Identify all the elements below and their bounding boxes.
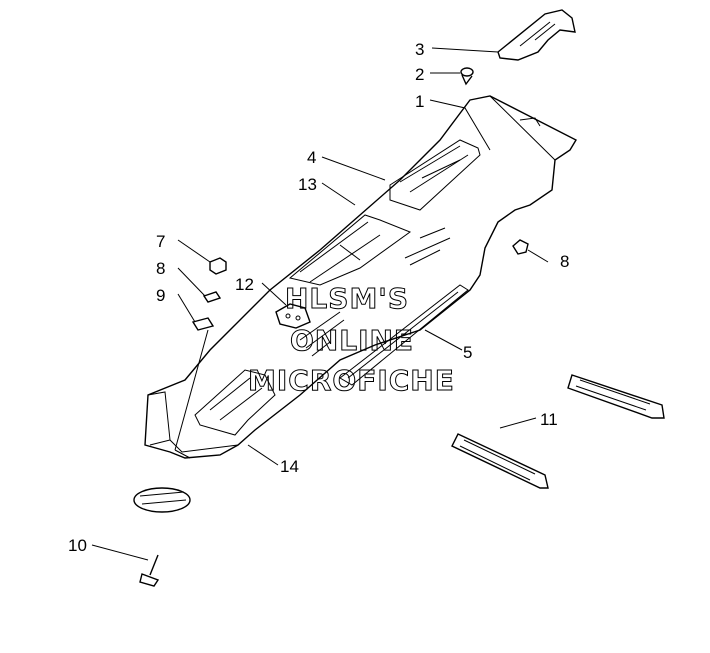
bracket-part-3 — [497, 9, 576, 61]
pad-and-bolt-part-10 — [133, 487, 191, 587]
leader-lines — [91, 47, 549, 561]
callout-13: 13 — [298, 175, 317, 194]
callout-2: 2 — [415, 65, 424, 84]
running-board-panel — [144, 95, 577, 459]
callout-labels: 3 2 1 4 13 8 7 8 9 12 5 11 14 10 — [68, 40, 569, 555]
callout-5: 5 — [463, 343, 472, 362]
washer-part-6 — [202, 291, 222, 303]
callout-12: 12 — [235, 275, 254, 294]
plate-part-12 — [275, 303, 311, 329]
traction-strips-part-11 — [451, 374, 665, 489]
callout-7: 7 — [156, 232, 165, 251]
callout-1: 1 — [415, 92, 424, 111]
fastener-stack-7-6-9 — [174, 257, 227, 451]
callout-11: 11 — [540, 410, 558, 429]
block-part-9 — [191, 317, 215, 331]
watermark-line-2: ONLINE — [290, 324, 414, 357]
callout-8-left: 8 — [156, 259, 165, 278]
callout-10: 10 — [68, 536, 87, 555]
watermark: HLSM'S ONLINE MICROFICHE — [248, 282, 455, 398]
nut-part-8-right — [512, 239, 529, 255]
callout-3: 3 — [415, 40, 424, 59]
watermark-line-3: MICROFICHE — [248, 364, 455, 397]
watermark-line-1: HLSM'S — [285, 282, 409, 315]
callout-4: 4 — [307, 148, 316, 167]
fastener-part-2 — [460, 67, 474, 86]
callout-14: 14 — [280, 457, 299, 476]
cap-part-7 — [209, 257, 227, 275]
callout-8-right: 8 — [560, 252, 569, 271]
callout-9: 9 — [156, 286, 165, 305]
